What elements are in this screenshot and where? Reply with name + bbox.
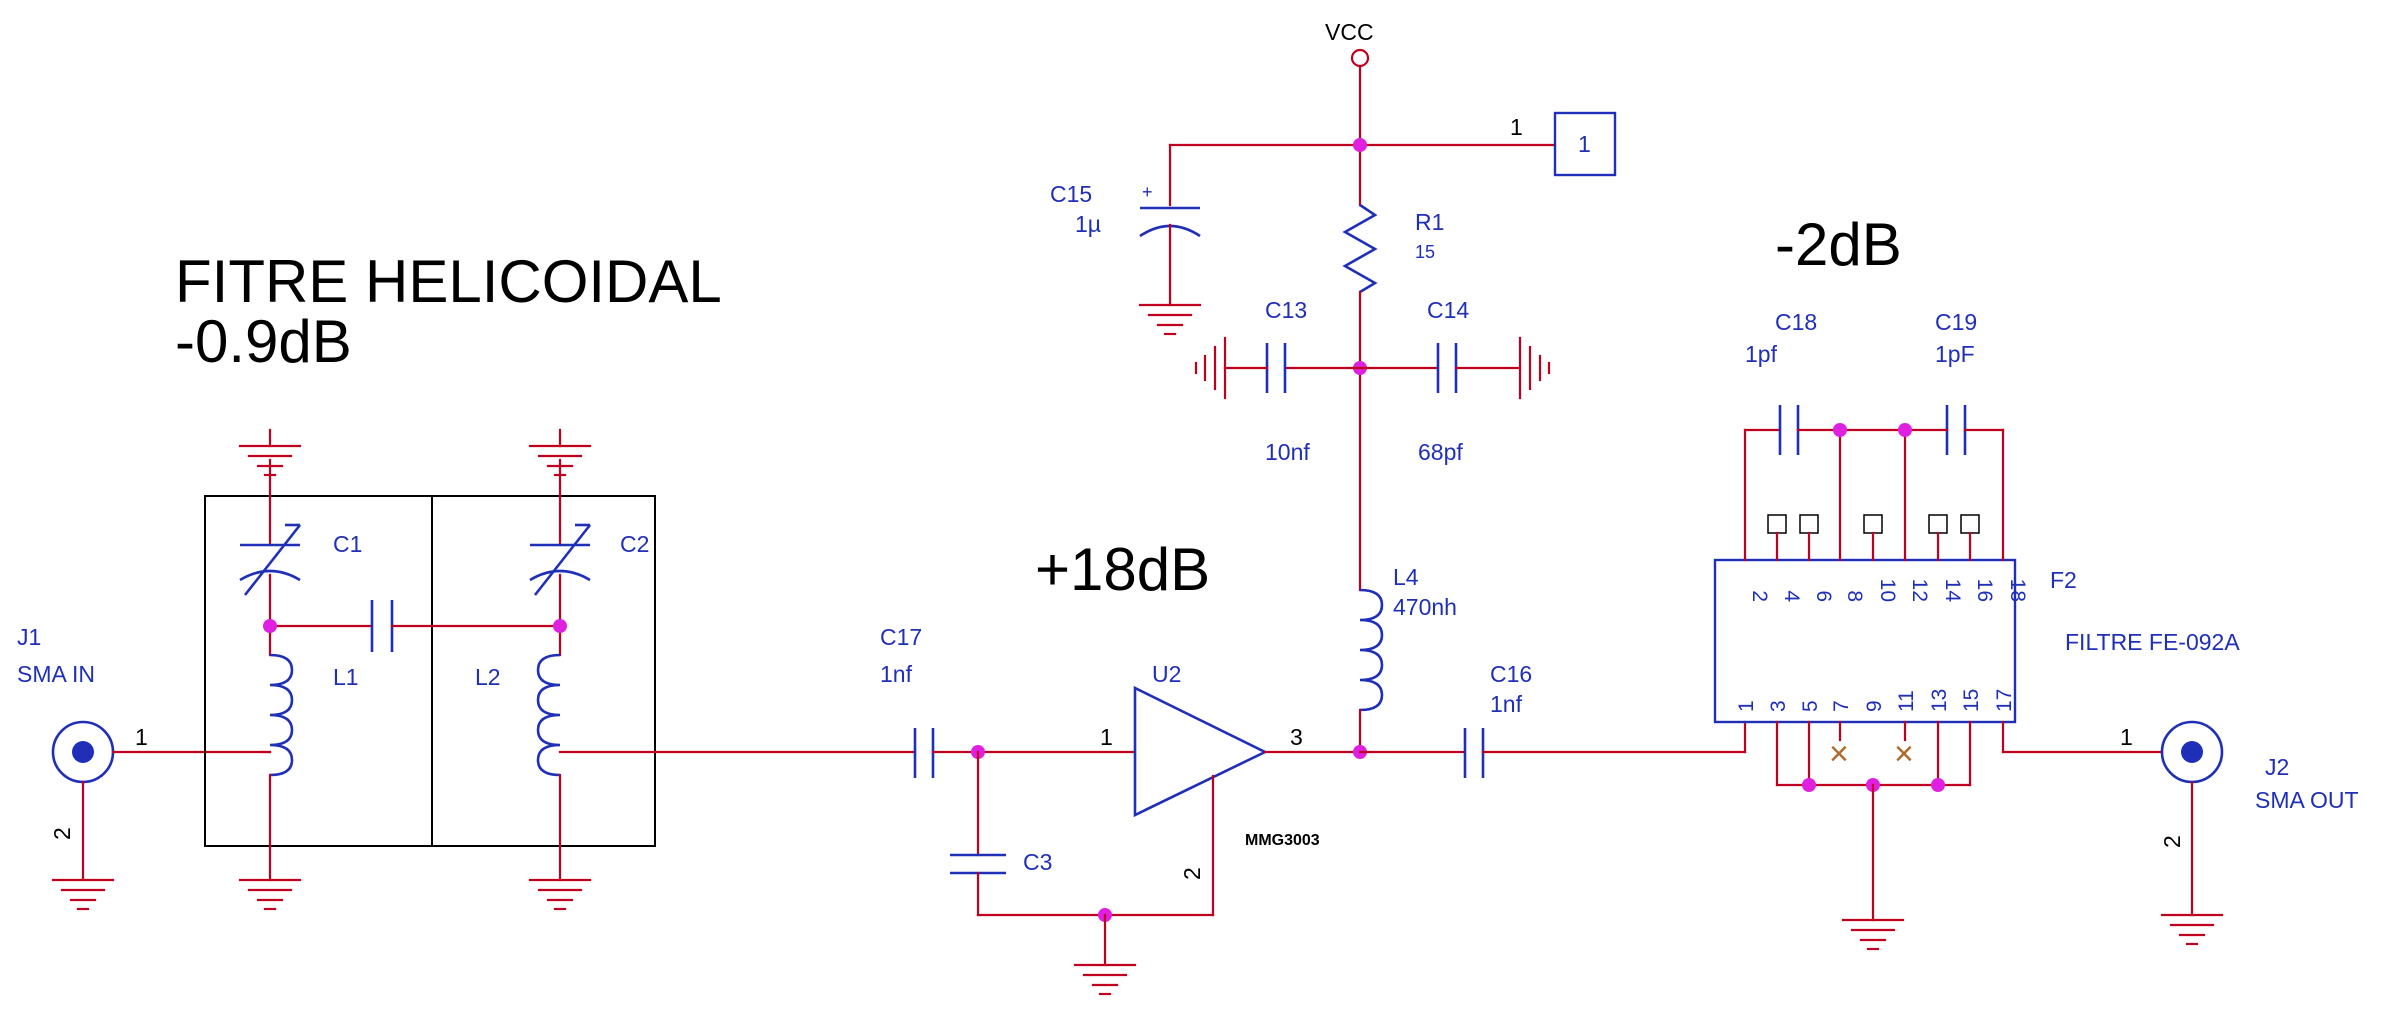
f2-value: FILTRE FE-092A: [2065, 629, 2240, 655]
l4-ref: L4: [1393, 564, 1419, 590]
f2-top-pin-4: 4: [1780, 590, 1803, 602]
power-connector: [1553, 111, 1617, 177]
f2-top-pin-12: 12: [1908, 579, 1931, 602]
helical-filter: C1 C2 L1 L2: [204, 428, 917, 911]
vcc-label: VCC: [1325, 19, 1374, 45]
power-connector-pin: 1: [1510, 114, 1523, 140]
f2-top-pin-8: 8: [1843, 590, 1866, 602]
c17-value: 1nf: [880, 661, 913, 687]
j1-ref: J1: [17, 624, 41, 650]
f2-bottom-pin-3: 3: [1767, 700, 1790, 712]
f2-top-pin-2: 2: [1748, 590, 1771, 602]
c15-polarity: +: [1142, 182, 1153, 202]
c14-ref: C14: [1427, 297, 1469, 323]
filter-loss-label: -0.9dB: [175, 308, 352, 375]
c3-ref: C3: [1023, 849, 1052, 875]
c13-ref: C13: [1265, 297, 1307, 323]
connector-j2: J2 SMA OUT 1 2: [2120, 720, 2359, 946]
capacitor-c17: C17 1nf: [880, 624, 1137, 778]
j2-pin2: 2: [2159, 835, 2185, 848]
f2-bottom-pin-15: 15: [1960, 689, 1983, 712]
j1-value: SMA IN: [17, 661, 95, 687]
l1-ref: L1: [333, 664, 359, 690]
f2-bottom-pin-7: 7: [1830, 700, 1853, 712]
j2-value: SMA OUT: [2255, 787, 2359, 813]
c15-value: 1µ: [1075, 211, 1101, 237]
c2-ref: C2: [620, 531, 649, 557]
f2-bottom-pin-1: 1: [1735, 700, 1758, 712]
c19-ref: C19: [1935, 309, 1977, 335]
j2-pin1: 1: [2120, 724, 2133, 750]
f2-top-pin-6: 6: [1812, 590, 1835, 602]
r1-value: 15: [1415, 242, 1435, 262]
f2-top-pin-18: 18: [2006, 579, 2029, 602]
c16-ref: C16: [1490, 661, 1532, 687]
f2-top-pin-14: 14: [1941, 579, 1964, 603]
f2-bottom-pin-13: 13: [1928, 689, 1951, 712]
filter-title: FITRE HELICOIDAL: [175, 248, 722, 315]
c17-ref: C17: [880, 624, 922, 650]
c18-ref: C18: [1775, 309, 1817, 335]
u2-part: MMG3003: [1245, 832, 1320, 849]
f2-unconnected-pad: [1863, 514, 1883, 534]
c15-ref: C15: [1050, 181, 1092, 207]
r1-ref: R1: [1415, 209, 1444, 235]
no-connect-mark: ×: [1829, 735, 1849, 773]
out-filter-loss-label: -2dB: [1775, 211, 1902, 278]
u2-pin-in: 1: [1100, 724, 1113, 750]
supply-network: VCC 1 1 + C15 1µ R1 15 C13 10nf C14 68pf: [1050, 19, 1617, 759]
connector-j1: J1 SMA IN 1 2: [17, 624, 272, 911]
amplifier-u2: U2 MMG3003 1 3 2: [1073, 661, 1362, 996]
f2-bottom-pin-9: 9: [1863, 700, 1886, 712]
f2-top-pin-10: 10: [1876, 579, 1899, 602]
c18-value: 1pf: [1745, 341, 1778, 367]
f2-bottom-pin-5: 5: [1799, 700, 1822, 712]
f2-top-pin-16: 16: [1973, 579, 1996, 602]
capacitor-c16: C16 1nf: [1358, 661, 1747, 778]
j1-pin1: 1: [135, 724, 148, 750]
capacitor-c3: C3: [950, 745, 1215, 917]
f2-unconnected-pad: [1799, 514, 1819, 534]
no-connect-mark: ×: [1894, 735, 1914, 773]
f2-bottom-pin-17: 17: [1993, 689, 2016, 712]
j1-pin2: 2: [49, 827, 75, 840]
power-connector-label: 1: [1578, 131, 1591, 157]
f2-unconnected-pad: [1928, 514, 1948, 534]
u2-pin-gnd: 2: [1179, 867, 1205, 880]
l2-ref: L2: [475, 664, 501, 690]
c13-value: 10nf: [1265, 439, 1310, 465]
f2-unconnected-pad: [1767, 514, 1787, 534]
c19-value: 1pF: [1935, 341, 1975, 367]
c14-value: 68pf: [1418, 439, 1463, 465]
amp-gain-label: +18dB: [1035, 536, 1210, 603]
f2-unconnected-pad: [1960, 514, 1980, 534]
f2-bottom-pin-11: 11: [1895, 690, 1918, 712]
u2-ref: U2: [1152, 661, 1181, 687]
u2-pin-out: 3: [1290, 724, 1303, 750]
l4-value: 470nh: [1393, 594, 1457, 620]
j2-ref: J2: [2265, 754, 2289, 780]
f2-ref: F2: [2050, 567, 2077, 593]
c16-value: 1nf: [1490, 691, 1523, 717]
c1-ref: C1: [333, 531, 362, 557]
